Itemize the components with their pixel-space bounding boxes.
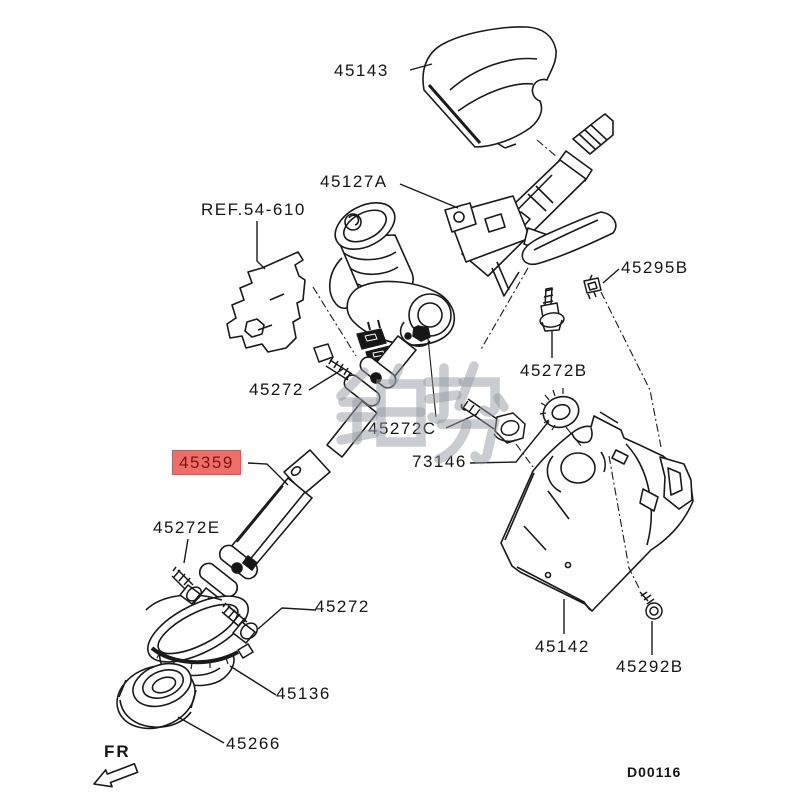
tilt-lever-art: [521, 211, 617, 266]
part-label-45292B: 45292B: [616, 657, 684, 676]
front-direction-arrow: [93, 763, 139, 788]
assembly-axis-lines: [312, 139, 662, 591]
part-label-45295B: 45295B: [621, 258, 689, 277]
grommet-art: [116, 662, 197, 730]
screw-45292B-art: [639, 591, 663, 620]
ref-bracket-art: [226, 251, 306, 353]
part-label-45272B: 45272B: [520, 361, 588, 380]
ring-art: [539, 388, 580, 431]
part-label-45127A: 45127A: [320, 172, 388, 191]
part-label-45272-lower: 45272: [315, 597, 370, 616]
part-label-45272C: 45272C: [368, 419, 437, 438]
part-label-45142: 45142: [535, 637, 590, 656]
part-label-45272E: 45272E: [153, 518, 221, 537]
part-label-45136: 45136: [276, 684, 331, 703]
clip-45295B-art: [583, 274, 602, 300]
part-label-45266: 45266: [226, 734, 281, 753]
bolt-45272E-art: [171, 566, 202, 605]
lower-column-cover-art: [500, 411, 694, 612]
gear-housing-art: [346, 280, 456, 347]
upper-column-cover-art: [422, 26, 557, 149]
bolt-45272-lower-art: [221, 602, 258, 644]
drawing-code: D00116: [627, 764, 682, 780]
mount-bracket-art: [444, 195, 563, 297]
part-label-45272-upper: 45272: [249, 380, 304, 399]
front-direction-label: FR: [104, 742, 131, 761]
part-label-73146: 73146: [412, 452, 467, 471]
part-label-45359: 45359: [172, 450, 241, 475]
part-label-ref-54-610: REF.54-610: [201, 200, 306, 219]
part-label-45143: 45143: [334, 61, 389, 80]
bolt-45272B-art: [539, 287, 565, 332]
